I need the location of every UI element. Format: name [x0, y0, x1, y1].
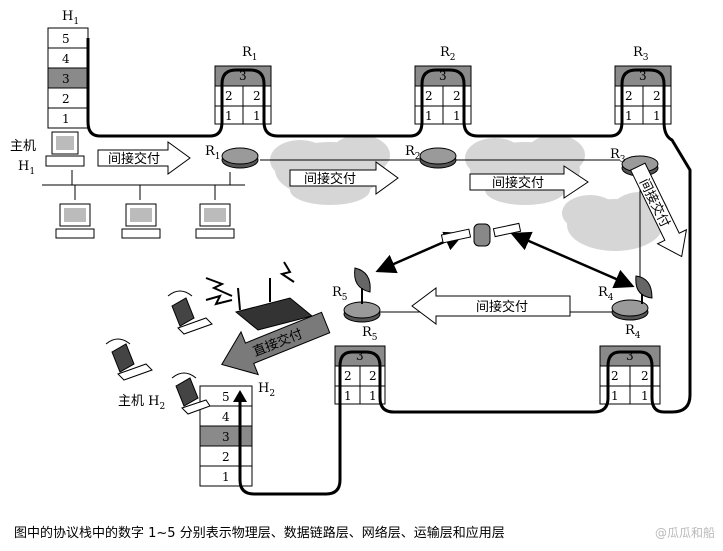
svg-text:间接交付: 间接交付	[108, 151, 160, 167]
path-arrow-head	[233, 390, 247, 402]
r5-router-label-lower: R5	[362, 325, 378, 343]
r2-stack-label: R2	[440, 45, 456, 63]
r3-stack-label: R3	[633, 45, 649, 63]
svg-text:5: 5	[222, 390, 230, 404]
svg-text:2: 2	[425, 89, 433, 103]
r3-router-label: R3	[610, 147, 626, 165]
svg-text:1: 1	[641, 389, 649, 403]
svg-text:1: 1	[225, 109, 233, 123]
laptop-icon	[167, 290, 213, 335]
h2-stack-label: H2	[258, 381, 275, 399]
svg-text:2: 2	[225, 89, 233, 103]
wireless-ap-icon	[234, 278, 314, 331]
data-path	[86, 38, 692, 496]
h1-protocol-stack: 5 4 3 2 1 H1	[47, 9, 89, 129]
indirect-delivery-arrow-3: 间接交付	[469, 165, 589, 199]
laptop-icon	[171, 372, 211, 415]
router-icon	[221, 147, 259, 169]
h2-host-label: 主机 H2	[118, 394, 165, 412]
svg-text:3: 3	[356, 349, 364, 363]
r4-router-label-lower: R4	[625, 323, 641, 341]
svg-text:1: 1	[625, 109, 633, 123]
svg-text:1: 1	[222, 470, 230, 484]
svg-text:3: 3	[239, 69, 247, 83]
svg-text:1: 1	[425, 109, 433, 123]
svg-text:2: 2	[369, 369, 377, 383]
indirect-delivery-arrow-5: 间接交付	[411, 287, 571, 325]
svg-text:2: 2	[222, 450, 230, 464]
svg-text:1: 1	[344, 389, 352, 403]
computer-icon	[195, 203, 235, 239]
svg-text:间接交付: 间接交付	[304, 171, 356, 187]
computer-icon	[55, 203, 95, 239]
svg-text:3: 3	[626, 349, 634, 363]
svg-text:2: 2	[611, 369, 619, 383]
satellite-link-right	[510, 231, 635, 289]
r5-router-label: R5	[332, 285, 348, 303]
indirect-delivery-arrow-2: 间接交付	[289, 161, 399, 195]
svg-text:3: 3	[222, 430, 230, 444]
svg-text:2: 2	[344, 369, 352, 383]
svg-text:1: 1	[611, 389, 619, 403]
computer-icon	[121, 203, 161, 239]
svg-text:1: 1	[253, 109, 261, 123]
lightning-icon	[205, 261, 295, 306]
svg-text:2: 2	[453, 89, 461, 103]
satellite-dish-icon	[635, 275, 653, 304]
stack-layer-2: 2	[62, 92, 70, 106]
stack-layer-4: 4	[62, 52, 70, 66]
svg-text:2: 2	[641, 369, 649, 383]
r1-stack-label: R1	[242, 45, 258, 63]
router-icon	[419, 147, 457, 169]
stack-layer-3: 3	[62, 72, 70, 86]
svg-text:1: 1	[653, 109, 661, 123]
h1-host-sub-label: H1	[18, 159, 35, 177]
r4-router-label: R4	[598, 285, 614, 303]
stack-layer-5: 5	[62, 32, 70, 46]
svg-text:3: 3	[639, 69, 647, 83]
watermark: @瓜瓜和船	[654, 526, 715, 540]
indirect-delivery-arrow-1: 间接交付	[97, 141, 191, 175]
svg-text:1: 1	[453, 109, 461, 123]
stack-layer-1: 1	[62, 112, 70, 126]
router-icon	[343, 301, 381, 323]
r2-router-label: R2	[405, 144, 421, 162]
svg-text:4: 4	[222, 410, 230, 424]
router-icon	[611, 299, 649, 321]
laptop-icon	[105, 338, 153, 381]
svg-text:2: 2	[253, 89, 261, 103]
h1-stack-label: H1	[62, 9, 79, 27]
svg-text:间接交付: 间接交付	[476, 299, 528, 315]
svg-text:3: 3	[439, 69, 447, 83]
svg-text:1: 1	[369, 389, 377, 403]
svg-text:2: 2	[625, 89, 633, 103]
figure-caption: 图中的协议栈中的数字 1~5 分别表示物理层、数据链路层、网络层、运输层和应用层	[14, 526, 505, 541]
r1-router-label: R1	[205, 144, 221, 162]
satellite-icon	[440, 222, 522, 247]
svg-text:间接交付: 间接交付	[492, 175, 544, 191]
h1-host-label: 主机	[10, 139, 36, 154]
satellite-dish-icon	[354, 267, 371, 304]
computer-icon	[45, 131, 85, 167]
svg-text:2: 2	[653, 89, 661, 103]
